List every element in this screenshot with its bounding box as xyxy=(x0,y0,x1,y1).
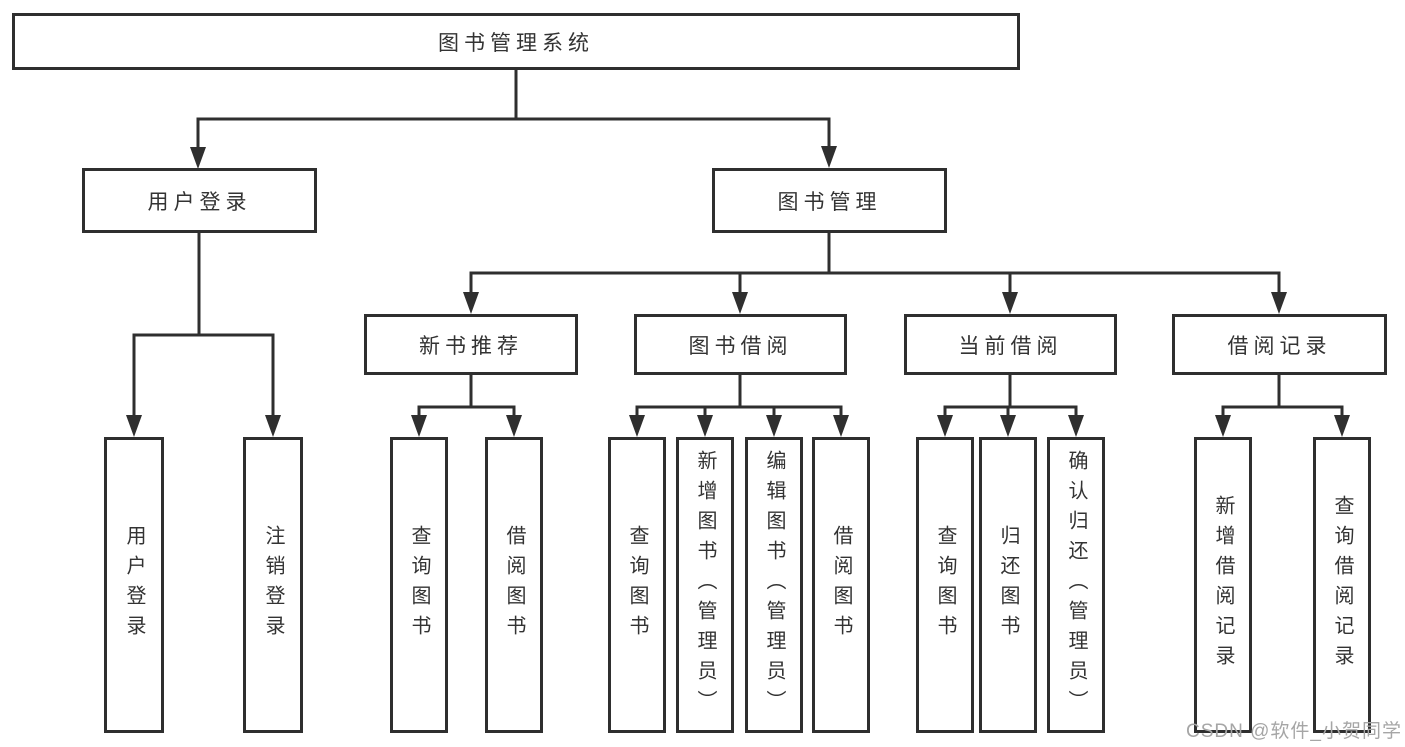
leaf-query-books-borrow: 查询图书 xyxy=(608,437,666,733)
connector-new-book-children xyxy=(411,375,522,437)
leaf-query-books-current: 查询图书 xyxy=(916,437,974,733)
leaf-label: 注销登录 xyxy=(262,525,284,645)
node-new-book-recommend: 新书推荐 xyxy=(364,314,578,375)
leaf-return-book: 归还图书 xyxy=(979,437,1037,733)
connector-line xyxy=(196,70,831,150)
leaf-label: 新增图书（管理员） xyxy=(694,450,716,720)
leaf-query-books-recommend: 查询图书 xyxy=(390,437,448,733)
connector-line xyxy=(635,375,843,418)
node-book-management: 图书管理 xyxy=(712,168,947,233)
arrow-down-icon xyxy=(629,415,849,437)
connector-line xyxy=(132,233,275,418)
leaf-confirm-return-admin: 确认归还（管理员） xyxy=(1047,437,1105,733)
leaf-label: 查询图书 xyxy=(626,525,648,645)
node-label: 图书管理 xyxy=(777,190,882,214)
arrow-down-icon xyxy=(937,415,1084,437)
node-book-borrow: 图书借阅 xyxy=(634,314,847,375)
leaf-user-login: 用户登录 xyxy=(104,437,164,733)
leaf-edit-book-admin: 编辑图书（管理员） xyxy=(745,437,803,733)
leaf-logout: 注销登录 xyxy=(243,437,303,733)
connector-line xyxy=(943,375,1078,418)
connector-line xyxy=(1221,375,1344,418)
connector-book-borrow-children xyxy=(629,375,849,437)
leaf-add-book-admin: 新增图书（管理员） xyxy=(676,437,734,733)
leaf-add-borrow-record: 新增借阅记录 xyxy=(1194,437,1252,733)
connector-book-management-children xyxy=(463,232,1287,314)
arrow-down-icon xyxy=(463,292,1287,314)
arrow-down-icon xyxy=(411,415,522,437)
leaf-label: 编辑图书（管理员） xyxy=(763,450,785,720)
connector-root-to-level2 xyxy=(190,70,837,169)
node-label: 图书借阅 xyxy=(688,334,793,358)
leaf-label: 查询借阅记录 xyxy=(1331,495,1353,675)
connector-borrow-records-children xyxy=(1215,375,1350,437)
csdn-watermark: CSDN @软件_小贺同学 xyxy=(1186,721,1402,742)
node-label: 当前借阅 xyxy=(958,334,1063,358)
node-label: 借阅记录 xyxy=(1227,334,1332,358)
leaf-borrow-books-borrow: 借阅图书 xyxy=(812,437,870,733)
leaf-label: 确认归还（管理员） xyxy=(1065,450,1087,720)
connector-line xyxy=(417,375,516,418)
connector-current-borrow-children xyxy=(937,375,1084,437)
node-label: 图书管理系统 xyxy=(438,31,594,55)
leaf-label: 查询图书 xyxy=(934,525,956,645)
connector-line xyxy=(469,232,1281,295)
leaf-label: 借阅图书 xyxy=(503,525,525,645)
node-label: 用户登录 xyxy=(147,190,252,214)
leaf-query-borrow-record: 查询借阅记录 xyxy=(1313,437,1371,733)
arrow-down-icon xyxy=(126,415,281,437)
leaf-label: 查询图书 xyxy=(408,525,430,645)
leaf-label: 借阅图书 xyxy=(830,525,852,645)
node-label: 新书推荐 xyxy=(419,334,523,358)
arrow-down-icon xyxy=(190,146,837,169)
leaf-label: 新增借阅记录 xyxy=(1212,495,1234,675)
node-root: 图书管理系统 xyxy=(12,13,1020,70)
arrow-down-icon xyxy=(1215,415,1350,437)
node-current-borrow: 当前借阅 xyxy=(904,314,1117,375)
node-user-login: 用户登录 xyxy=(82,168,317,233)
leaf-borrow-books-recommend: 借阅图书 xyxy=(485,437,543,733)
leaf-label: 用户登录 xyxy=(123,525,145,645)
node-borrow-records: 借阅记录 xyxy=(1172,314,1387,375)
connector-user-login-children xyxy=(126,233,281,437)
leaf-label: 归还图书 xyxy=(997,525,1019,645)
